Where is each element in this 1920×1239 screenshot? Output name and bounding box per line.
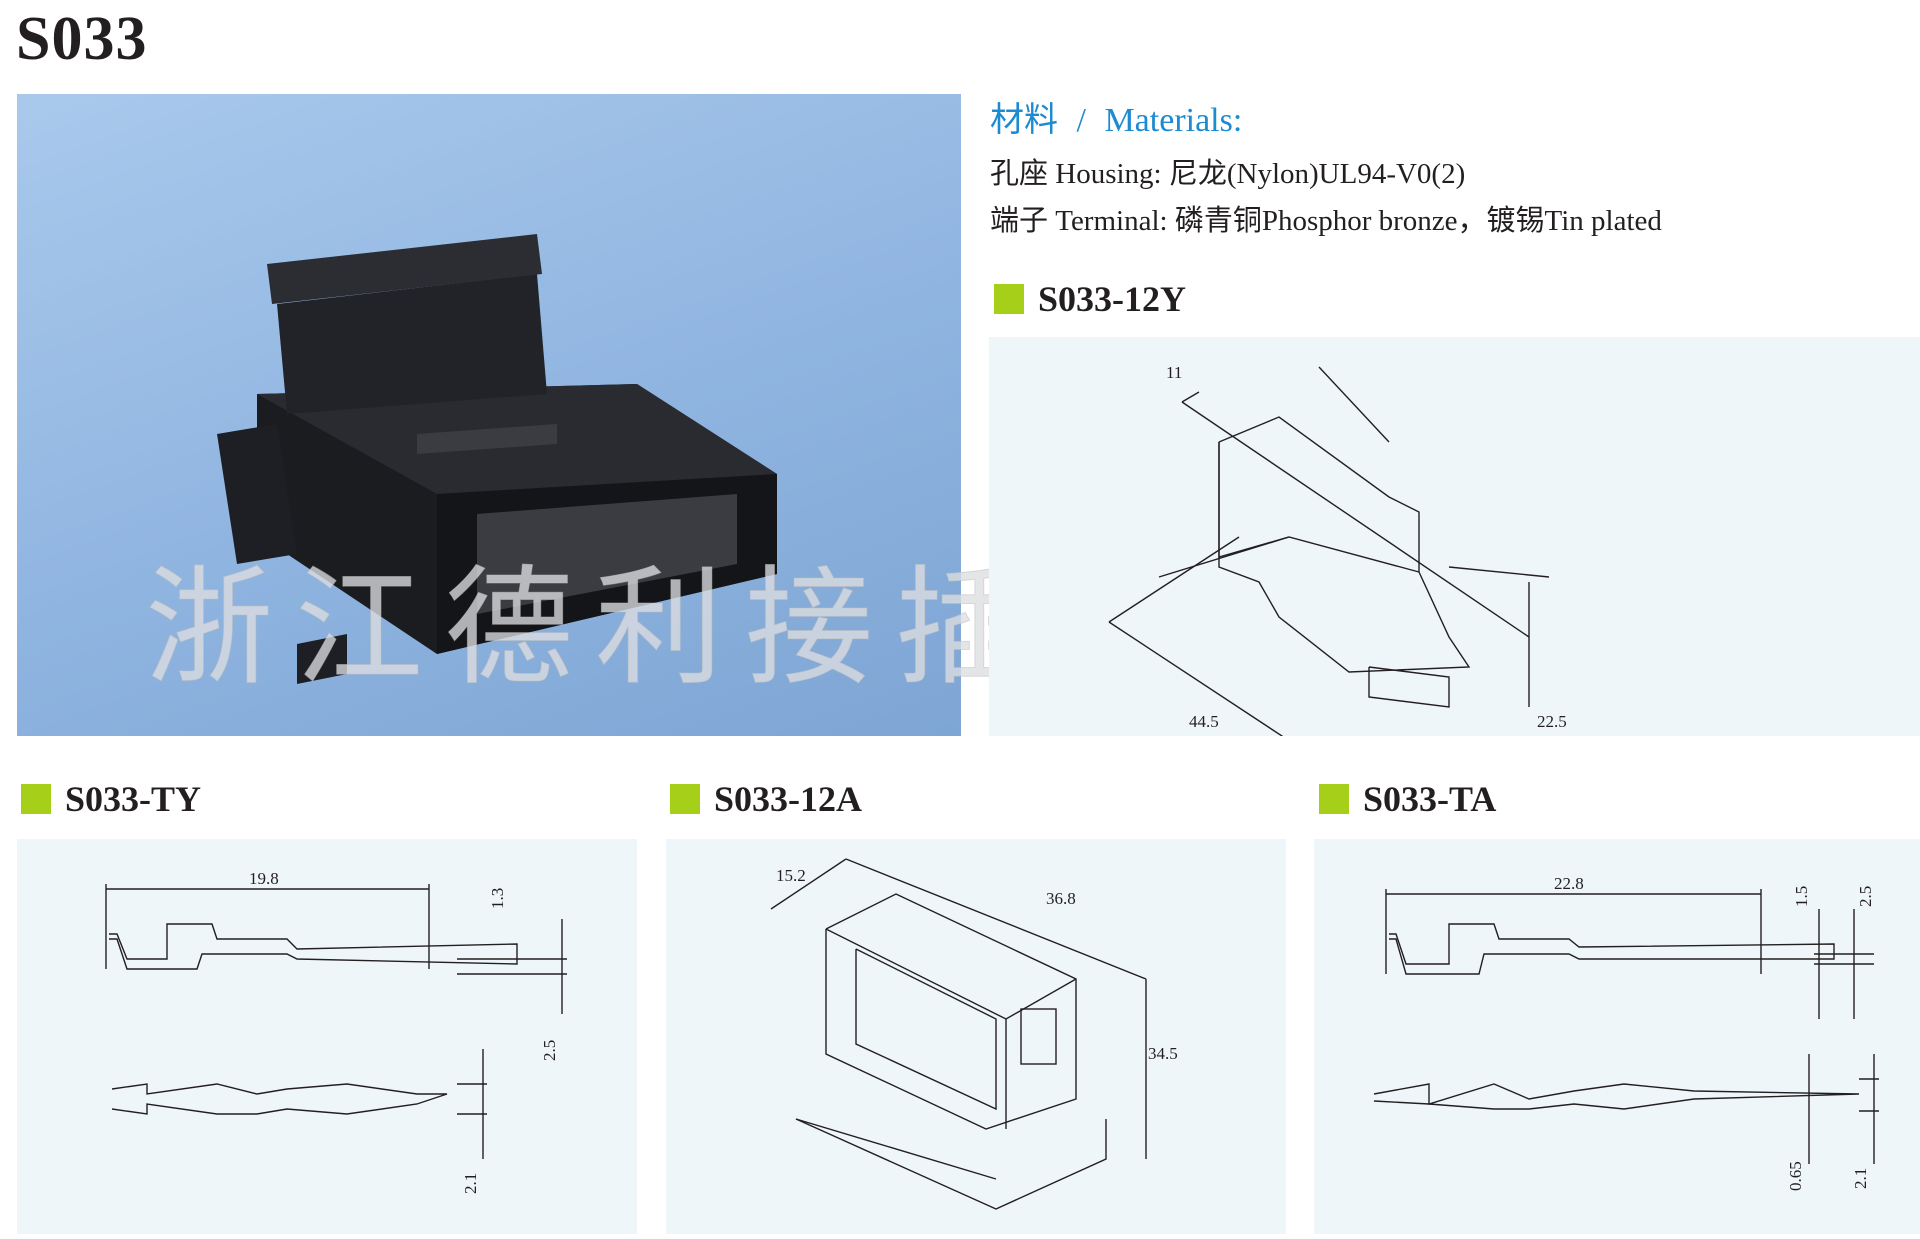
drawing-panel-ta: 22.8 1.5 2.5 0.65 2.1 bbox=[1314, 839, 1920, 1234]
drawing-panel-ty: 19.8 1.3 2.5 2.1 bbox=[17, 839, 637, 1234]
product-code: S033-12Y bbox=[1038, 279, 1187, 319]
drawing-12y: 11 44.5 22.5 bbox=[1108, 363, 1567, 768]
materials-heading: 材料 / Materials: bbox=[990, 92, 1242, 141]
drawing-panel-12y: 11 44.5 22.5 bbox=[989, 337, 1920, 768]
product-code: S033-TY bbox=[65, 779, 202, 819]
section-heading-ta: S033-TA bbox=[1319, 778, 1496, 820]
dim-2: 2.5 bbox=[1856, 886, 1875, 907]
green-square-icon bbox=[21, 784, 51, 814]
dim-width: 11 bbox=[1166, 363, 1182, 382]
section-heading-ty: S033-TY bbox=[21, 778, 201, 820]
connector-photo-illustration bbox=[217, 234, 777, 684]
dim-1: 1.5 bbox=[1792, 886, 1811, 907]
section-heading-12a: S033-12A bbox=[670, 778, 862, 820]
dim-length: 44.5 bbox=[1189, 712, 1219, 731]
materials-heading-cn: 材料 bbox=[990, 102, 1058, 139]
product-photo bbox=[17, 94, 961, 736]
materials-heading-en: Materials: bbox=[1104, 102, 1243, 139]
dim-length: 22.8 bbox=[1554, 874, 1584, 893]
housing-material: 孔座 Housing: 尼龙(Nylon)UL94-V0(2) bbox=[990, 158, 1466, 190]
dim-length: 36.8 bbox=[1046, 889, 1076, 908]
green-square-icon bbox=[994, 284, 1024, 314]
terminal-material: 端子 Terminal: 磷青铜Phosphor bronze，镀锡Tin pl… bbox=[990, 205, 1662, 237]
drawing-12a: 15.2 36.8 34.5 bbox=[770, 858, 1178, 1210]
dim-1: 1.3 bbox=[488, 888, 507, 909]
green-square-icon bbox=[670, 784, 700, 814]
dim-3: 0.65 bbox=[1786, 1161, 1805, 1191]
page-title: S033 bbox=[16, 5, 148, 73]
product-code: S033-TA bbox=[1363, 779, 1497, 819]
product-code: S033-12A bbox=[714, 779, 863, 819]
dim-width: 15.2 bbox=[776, 866, 806, 885]
dim-height: 34.5 bbox=[1148, 1044, 1178, 1063]
dim-3: 2.1 bbox=[461, 1173, 480, 1194]
dim-2: 2.5 bbox=[540, 1040, 559, 1061]
dim-4: 2.1 bbox=[1851, 1168, 1870, 1189]
green-square-icon bbox=[1319, 784, 1349, 814]
drawing-ty: 19.8 1.3 2.5 2.1 bbox=[105, 869, 567, 1194]
dim-length: 19.8 bbox=[249, 869, 279, 888]
materials-separator: / bbox=[1076, 102, 1086, 139]
drawing-panel-12a: 15.2 36.8 34.5 bbox=[666, 839, 1286, 1234]
dim-height: 22.5 bbox=[1537, 712, 1567, 731]
section-heading-12y: S033-12Y bbox=[994, 278, 1186, 320]
drawing-ta: 22.8 1.5 2.5 0.65 2.1 bbox=[1373, 874, 1879, 1191]
